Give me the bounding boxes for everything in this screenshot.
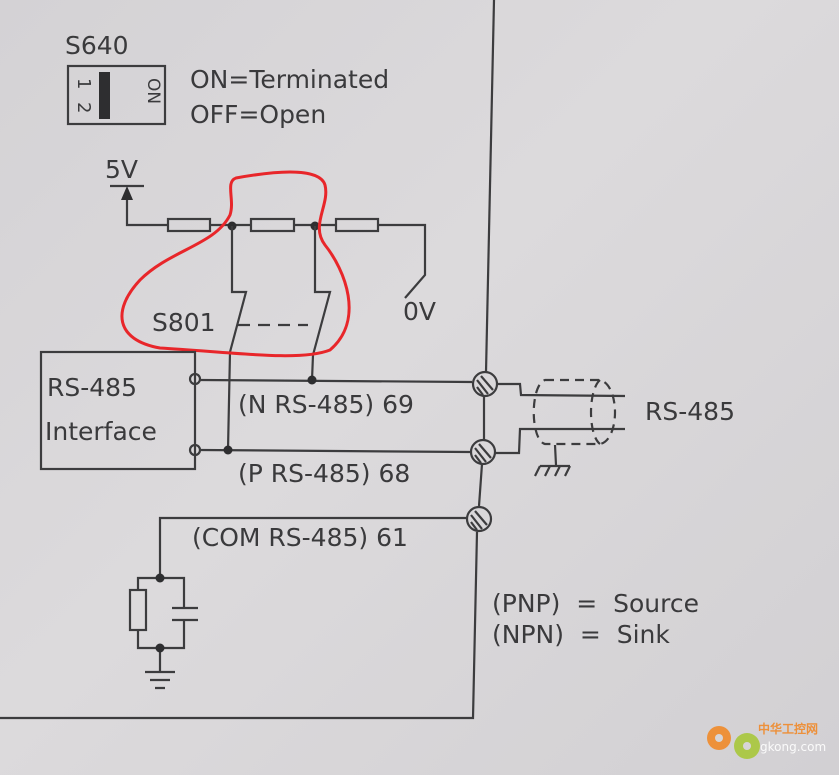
terminal-68-screw-icon: [469, 438, 497, 466]
cable-label: RS-485: [645, 397, 735, 426]
legend-off: OFF=Open: [190, 100, 326, 129]
resistor-1: [166, 217, 212, 233]
junction-dot: [307, 375, 317, 385]
rc-network: [136, 576, 186, 672]
interface-pin-n: [188, 372, 202, 386]
cable-wire-n: [497, 382, 626, 398]
red-highlight-circle: [120, 170, 351, 358]
resistor-2: [249, 217, 296, 233]
s801-contact-b: [310, 226, 332, 381]
cable-shield: [532, 378, 617, 446]
terminal-68-label: (P RS-485) 68: [238, 459, 410, 488]
cable-wire-p: [495, 427, 625, 455]
ground-0v-label: 0V: [403, 297, 436, 326]
p-line: [199, 448, 471, 454]
gkong-watermark-logo: 中华工控网 gkong.com: [707, 721, 826, 759]
com-resistor: [128, 588, 148, 632]
dip-pos-2: 2: [73, 102, 94, 113]
s640-label: S640: [65, 31, 129, 60]
interface-label-1: RS-485: [47, 373, 137, 402]
interface-label-2: Interface: [45, 417, 157, 446]
rs485-interface-box: [39, 350, 197, 471]
frame-line: [0, 396, 486, 720]
com-line: [158, 516, 466, 578]
supply-arrow-icon: [121, 186, 133, 200]
s640-dip-switch: [66, 64, 167, 126]
s801-contact-a: [226, 226, 248, 451]
dip-switch-lever: [99, 72, 110, 119]
terminal-61-screw-icon: [465, 505, 493, 533]
terminal-69-label: (N RS-485) 69: [238, 390, 414, 419]
ground-icon: [145, 670, 175, 690]
junction-dot: [223, 445, 233, 455]
resistor-3: [334, 217, 380, 233]
frame-line-top: [484, 0, 496, 373]
terminal-61-label: (COM RS-485) 61: [192, 523, 408, 552]
watermark-cn: 中华工控网: [758, 721, 818, 736]
divider-wire: [125, 200, 427, 299]
com-capacitor: [172, 606, 198, 622]
legend-on: ON=Terminated: [190, 65, 389, 94]
note-pnp: (PNP) = Source: [492, 589, 699, 618]
s801-label: S801: [152, 308, 216, 337]
terminal-69-screw-icon: [471, 370, 499, 398]
watermark-site: gkong.com: [760, 740, 826, 754]
dip-pos-1: 1: [73, 78, 94, 89]
supply-5v-label: 5V: [105, 155, 138, 184]
dip-on-mark: ON: [143, 78, 163, 104]
junction-dot: [155, 573, 165, 583]
junction-dot: [155, 643, 165, 653]
note-npn: (NPN) = Sink: [492, 620, 670, 649]
n-line: [199, 378, 473, 384]
shield-ground-icon: [534, 444, 571, 477]
